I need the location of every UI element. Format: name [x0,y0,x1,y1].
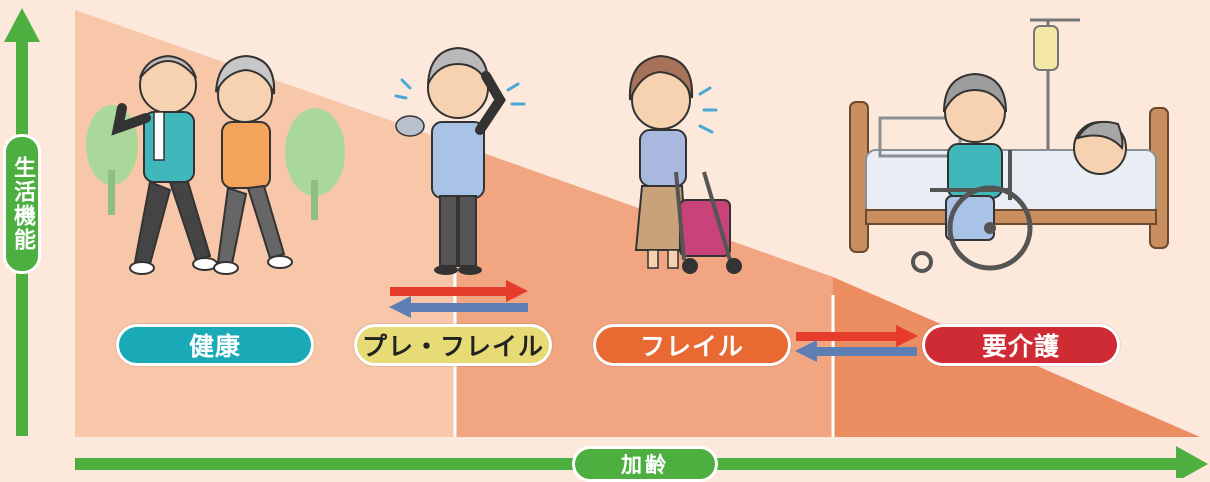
tired-man-icon [394,46,526,275]
stage-pill-prefrail: プレ・フレイル [354,324,552,366]
stage-pill-frail: フレイル [593,324,791,366]
horizontal-axis-label: 加齢 [572,446,718,482]
walking-couple-icon [86,54,345,275]
stage-pill-care: 要介護 [922,324,1120,366]
transition-arrow-forward [390,280,528,302]
stage-pill-health: 健康 [116,324,314,366]
vertical-axis-label: 生活機能 [3,134,41,274]
transition-arrow-backward [389,296,528,318]
transition-arrow-backward [795,340,917,362]
woman-walker-icon [628,54,742,274]
wheelchair-bed-icon [849,18,1169,273]
transition-arrow-forward [796,325,918,347]
